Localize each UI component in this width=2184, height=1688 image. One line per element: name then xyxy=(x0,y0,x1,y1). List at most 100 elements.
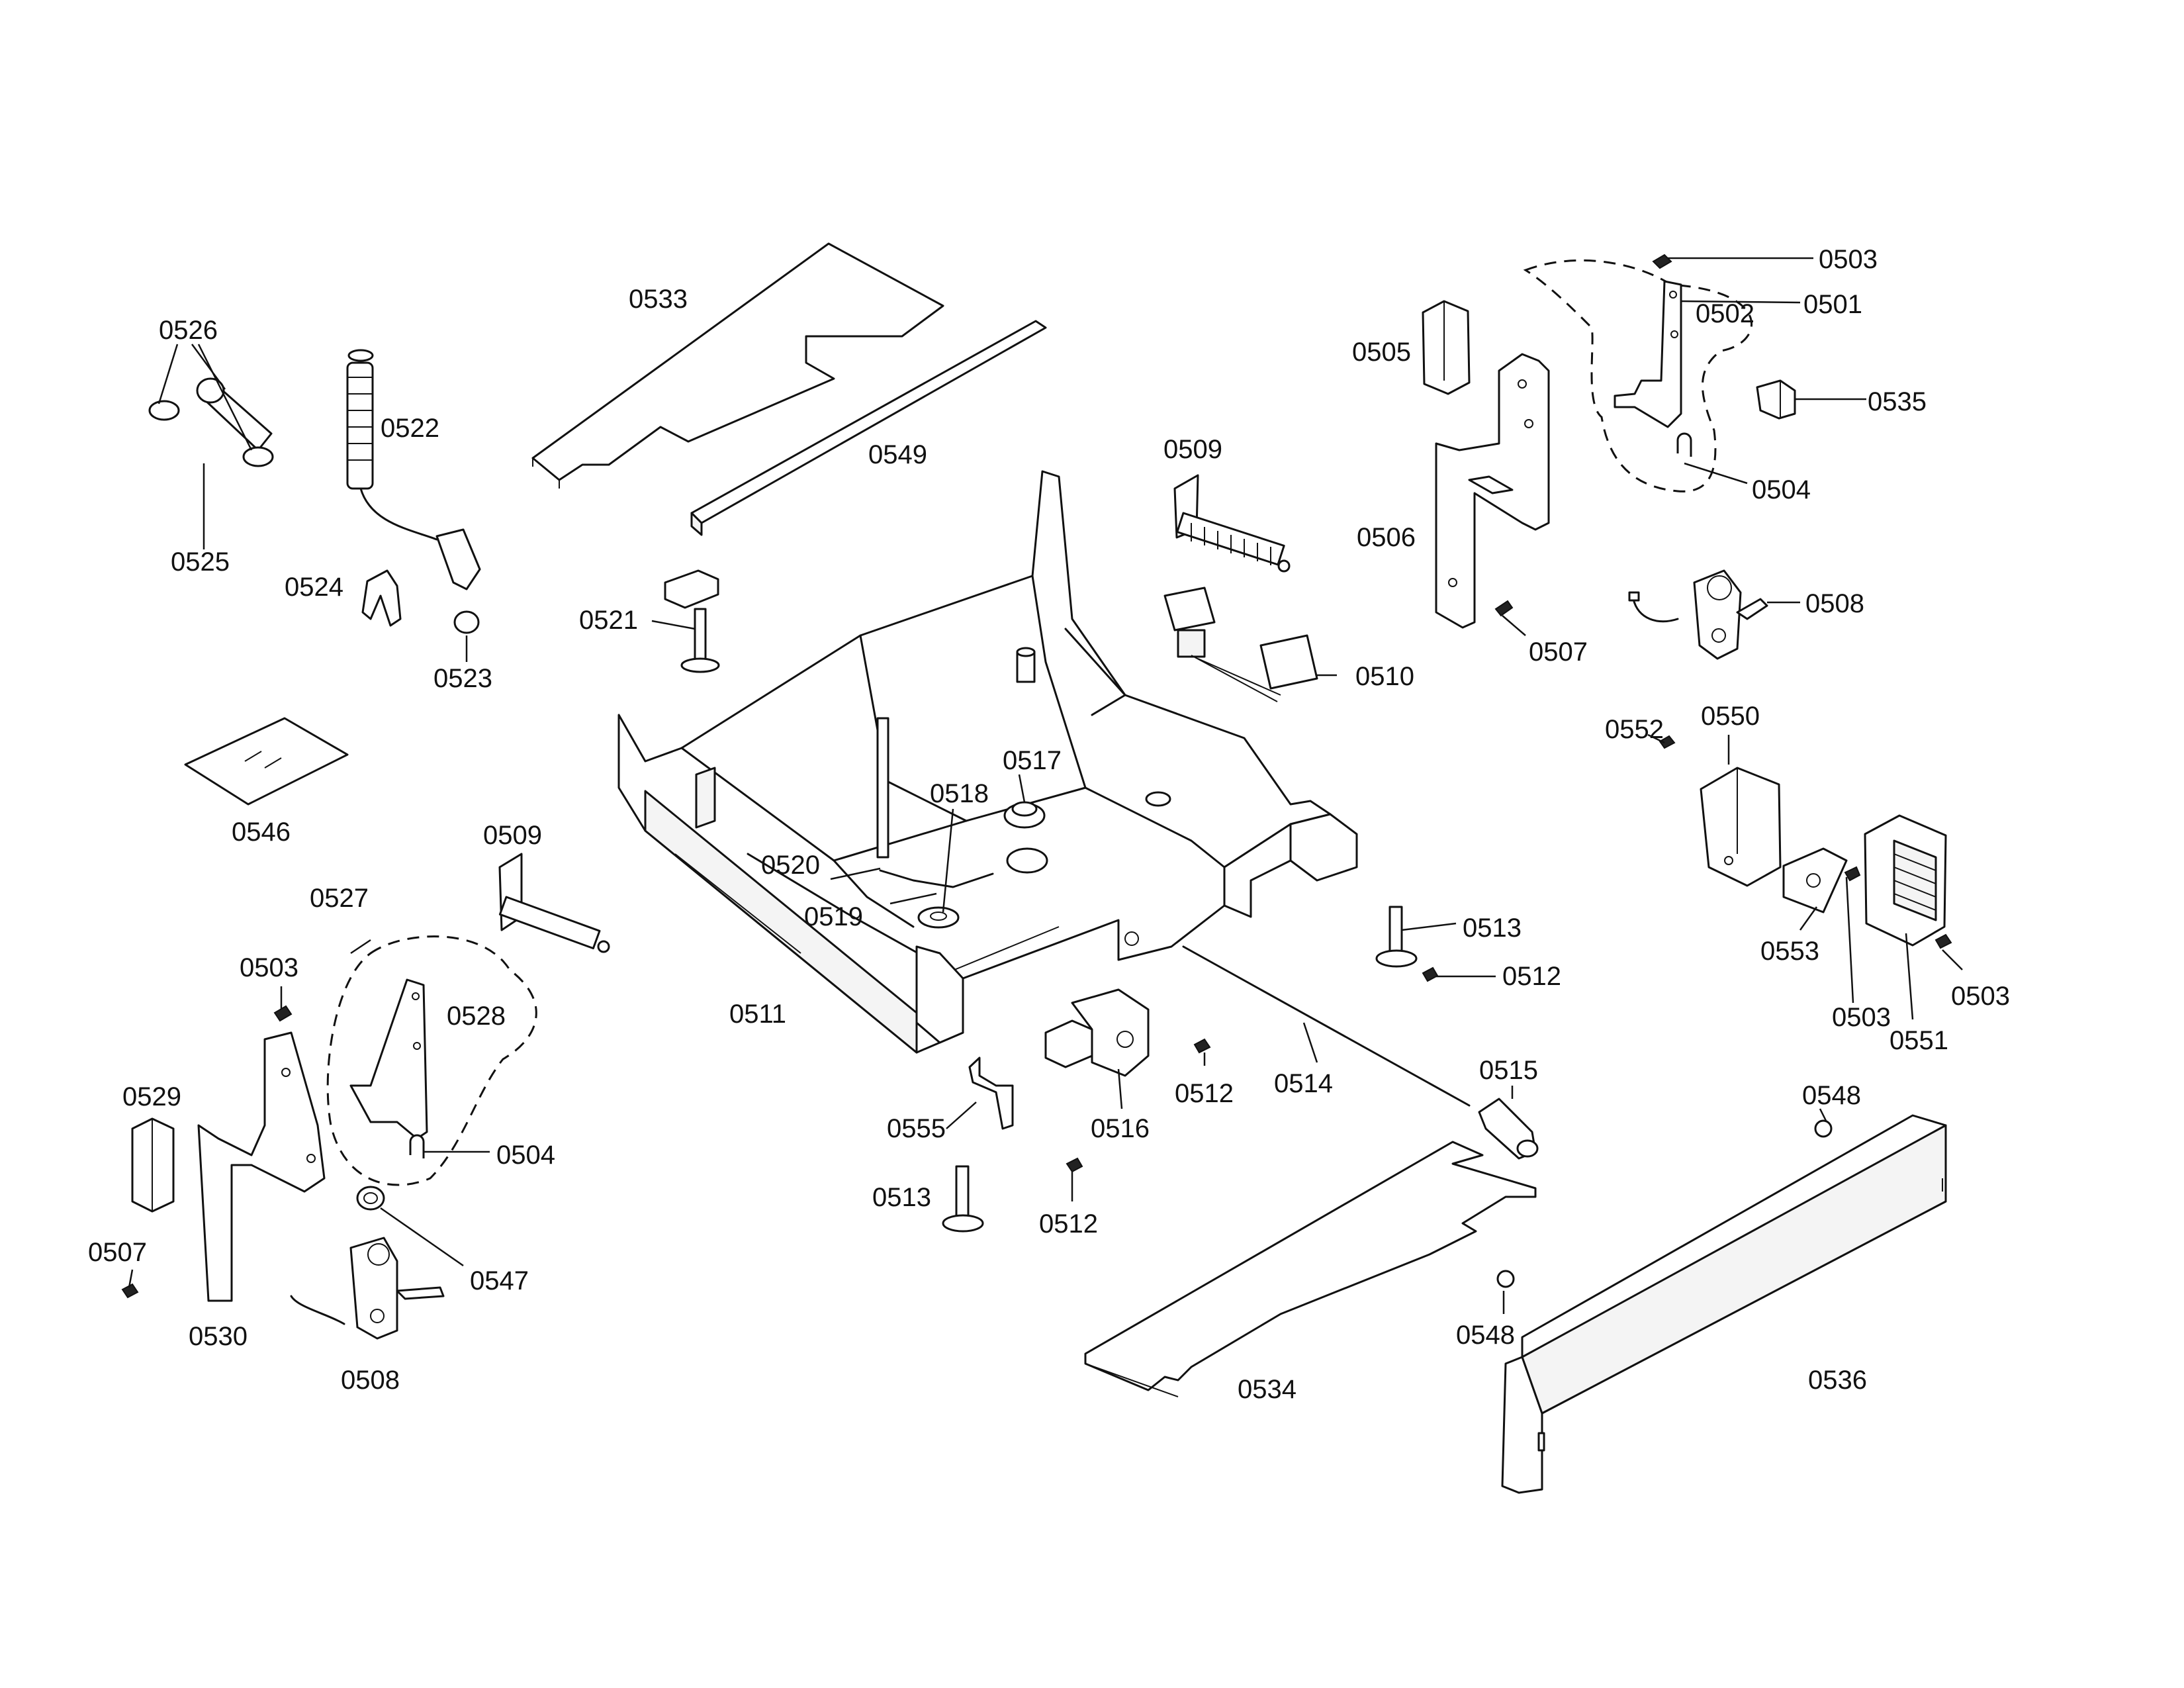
part-0555-bracket xyxy=(968,1056,1014,1130)
part-0536-front-panel xyxy=(1501,1114,1947,1494)
part-0548-screws xyxy=(1496,1119,1833,1288)
part-0508-upper xyxy=(1628,569,1768,660)
callout-0504-top: 0504 xyxy=(1752,475,1811,504)
callout-0520: 0520 xyxy=(761,851,820,880)
callout-0505: 0505 xyxy=(1352,338,1411,367)
callout-0516: 0516 xyxy=(1091,1114,1150,1143)
part-0510-connectors xyxy=(1163,586,1318,702)
spring-coils xyxy=(1191,523,1271,565)
callout-0551: 0551 xyxy=(1889,1026,1948,1055)
callout-0525: 0525 xyxy=(171,547,230,577)
callout-0512-mid: 0512 xyxy=(1502,962,1561,991)
part-0524-clip xyxy=(361,569,402,627)
callout-0503-right: 0503 xyxy=(1951,982,2010,1011)
callout-0512-valve: 0512 xyxy=(1175,1079,1234,1108)
callout-0506: 0506 xyxy=(1357,523,1416,552)
part-0507-screw-upper xyxy=(1494,600,1514,617)
callout-0509-upper: 0509 xyxy=(1163,435,1222,464)
callout-0529: 0529 xyxy=(122,1082,181,1111)
part-0535-block xyxy=(1756,379,1796,420)
part-0526-clamps xyxy=(148,400,274,467)
callout-0548-upper: 0548 xyxy=(1802,1081,1861,1110)
callout-0528: 0528 xyxy=(447,1002,506,1031)
part-0547-grommet xyxy=(356,1186,385,1211)
part-0523-cap xyxy=(453,610,480,634)
part-0514-rod xyxy=(1182,945,1471,1107)
callout-0517: 0517 xyxy=(1003,746,1062,775)
callout-0502: 0502 xyxy=(1696,299,1754,328)
part-0501-group xyxy=(1523,259,1752,492)
part-0503-screw-top xyxy=(1652,254,1672,269)
callout-0552: 0552 xyxy=(1605,715,1664,744)
part-0509-lower-bracket xyxy=(498,853,610,953)
callout-0513-lower: 0513 xyxy=(872,1183,931,1212)
part-0503-screws-right xyxy=(1844,866,1952,949)
callout-0501: 0501 xyxy=(1803,290,1862,319)
callout-0512-lower: 0512 xyxy=(1039,1209,1098,1239)
callout-0507-upper: 0507 xyxy=(1529,637,1588,667)
callout-0550: 0550 xyxy=(1701,702,1760,731)
part-0527-group xyxy=(326,935,537,1186)
callout-0518: 0518 xyxy=(930,779,989,808)
callout-labels: 0526 0525 0522 0524 0523 0533 0549 0521 … xyxy=(88,245,2010,1404)
part-0529-cover xyxy=(131,1117,175,1213)
callout-0503-mid: 0503 xyxy=(1832,1003,1891,1032)
part-0533-panel xyxy=(531,242,944,489)
part-0512-screw-lower xyxy=(1066,1157,1083,1173)
callout-0523: 0523 xyxy=(433,664,492,693)
part-0512-screw-valve xyxy=(1193,1038,1211,1054)
callout-0536: 0536 xyxy=(1808,1366,1867,1395)
part-0505-cover xyxy=(1422,300,1471,395)
part-0506-bracket xyxy=(1435,353,1550,629)
callout-0555: 0555 xyxy=(887,1114,946,1143)
part-0513-leveling-foot-lower xyxy=(942,1165,984,1233)
callout-0508-lower: 0508 xyxy=(341,1366,400,1395)
callout-0513-upper: 0513 xyxy=(1463,914,1522,943)
callout-0509-lower: 0509 xyxy=(483,821,542,850)
part-0513-leveling-foot-upper xyxy=(1375,906,1418,968)
part-0522-hose xyxy=(346,349,481,590)
callout-0507-lower: 0507 xyxy=(88,1238,147,1267)
part-0549-strip xyxy=(690,320,1047,536)
callout-0534: 0534 xyxy=(1238,1375,1297,1404)
part-0525-sleeve xyxy=(196,377,273,451)
hose-ribs xyxy=(347,377,373,461)
part-0521-screw xyxy=(680,608,720,673)
part-0528-bracket xyxy=(349,978,428,1140)
part-0552-screw xyxy=(1659,735,1676,749)
leader-lines xyxy=(128,257,1963,1314)
callout-0549: 0549 xyxy=(868,440,927,469)
part-0504-clip-lower xyxy=(409,1134,425,1158)
callout-0510: 0510 xyxy=(1355,662,1414,691)
part-0502-bracket xyxy=(1614,280,1682,428)
part-0546-bag xyxy=(184,717,349,806)
callout-0522: 0522 xyxy=(381,414,439,443)
callout-0503-left: 0503 xyxy=(240,953,298,982)
callout-0527: 0527 xyxy=(310,884,369,913)
part-0550-cover xyxy=(1700,767,1782,887)
callout-0508-upper: 0508 xyxy=(1805,589,1864,618)
part-0512-screw-mid xyxy=(1422,966,1439,982)
callout-0546: 0546 xyxy=(232,818,291,847)
part-0508-lower xyxy=(290,1237,445,1340)
part-0551-grill xyxy=(1864,814,1947,947)
callout-0504-lower: 0504 xyxy=(496,1141,555,1170)
callout-0511: 0511 xyxy=(729,1000,786,1029)
part-0534-panel xyxy=(1084,1141,1537,1397)
part-0553-plate xyxy=(1782,847,1848,914)
part-0504-clip-top xyxy=(1676,432,1692,457)
callout-0503-top: 0503 xyxy=(1819,245,1878,274)
callout-0547: 0547 xyxy=(470,1266,529,1295)
callout-0519: 0519 xyxy=(804,902,863,931)
callout-0533: 0533 xyxy=(629,285,688,314)
callout-0521: 0521 xyxy=(579,606,638,635)
callout-0548-lower: 0548 xyxy=(1456,1321,1515,1350)
part-0515-knob xyxy=(1478,1098,1539,1160)
callout-0515: 0515 xyxy=(1479,1056,1538,1085)
callout-0514: 0514 xyxy=(1274,1069,1333,1098)
part-0516-valve xyxy=(1044,988,1150,1077)
callout-0524: 0524 xyxy=(285,573,343,602)
callout-0535: 0535 xyxy=(1868,387,1927,416)
part-0511-base-tub xyxy=(617,470,1358,1054)
